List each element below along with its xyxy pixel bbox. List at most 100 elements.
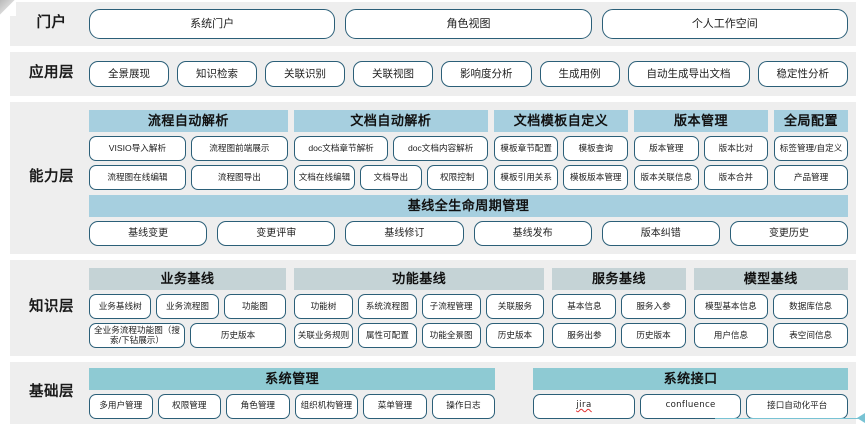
- foundation-group: 系统管理多用户管理权限管理角色管理组织机构管理菜单管理操作日志: [89, 367, 496, 419]
- capability-button[interactable]: 版本管理: [634, 136, 699, 161]
- knowledge-button[interactable]: 历史版本: [485, 323, 545, 348]
- capability-button[interactable]: 流程图导出: [190, 165, 288, 190]
- portal-button[interactable]: 个人工作空间: [601, 9, 848, 39]
- portal-item-list: 系统门户角色视图个人工作空间: [89, 9, 848, 39]
- knowledge-button[interactable]: 历史版本: [190, 323, 287, 348]
- button-label: 基本信息: [567, 300, 602, 311]
- application-button[interactable]: 生成用例: [539, 61, 620, 87]
- capability-button[interactable]: 文档在线编辑: [293, 165, 356, 190]
- capability-button[interactable]: 流程图前端展示: [190, 136, 288, 161]
- button-label: 历史版本: [636, 329, 671, 340]
- capability-button[interactable]: 模板引用关系: [493, 165, 559, 190]
- knowledge-button[interactable]: 用户信息: [693, 323, 769, 348]
- group-row: 关联业务规则属性可配置 功能全景图 历史版本: [294, 323, 545, 348]
- button-label: 生成用例: [558, 67, 601, 80]
- button-label: 关联服务: [497, 300, 533, 311]
- knowledge-button[interactable]: 全业务流程功能图（搜索/下钻展示）: [89, 323, 186, 348]
- lifecycle-button[interactable]: 版本纠错: [601, 221, 720, 246]
- capability-button[interactable]: 模板版本管理: [563, 165, 628, 190]
- capability-button[interactable]: VISIO导入解析: [89, 136, 186, 161]
- application-button[interactable]: 稳定性分析: [757, 61, 848, 87]
- capability-button[interactable]: 版本关联信息: [634, 165, 699, 190]
- capability-button[interactable]: 文档导出: [360, 165, 422, 190]
- knowledge-button[interactable]: 属性可配置: [357, 323, 417, 348]
- baseline-lifecycle-item-list: 基线变更变更评审 基线修订 基线发布版本纠错变更历史: [89, 221, 849, 246]
- portal-button[interactable]: 角色视图: [345, 9, 592, 39]
- button-label: 关联识别: [284, 67, 326, 80]
- application-button[interactable]: 自动生成导出文档: [627, 61, 750, 87]
- group-row: 标签管理/自定义: [774, 136, 849, 161]
- button-label: 版本管理: [649, 142, 684, 153]
- button-label: doc文档章节解析: [308, 142, 374, 153]
- foundation-button[interactable]: 角色管理: [226, 393, 290, 419]
- button-label: 数据库信息: [789, 300, 833, 311]
- application-button[interactable]: 影响度分析: [441, 61, 532, 87]
- foundation-button[interactable]: 多用户管理: [89, 393, 153, 419]
- lifecycle-button[interactable]: 基线修订: [345, 221, 464, 246]
- button-label: 功能树: [310, 300, 337, 311]
- foundation-button[interactable]: 操作日志: [431, 393, 496, 419]
- knowledge-button[interactable]: 子流程管理: [421, 294, 481, 319]
- knowledge-button[interactable]: 服务入参: [621, 294, 686, 319]
- layer-label-foundation: 基础层: [29, 384, 74, 401]
- application-button[interactable]: 关联识别: [265, 61, 345, 87]
- button-label: confluence: [665, 400, 716, 411]
- capability-button[interactable]: 模板查询: [563, 136, 628, 161]
- button-label: 基线修订: [384, 227, 425, 239]
- button-label: 影响度分析: [460, 67, 513, 80]
- knowledge-button[interactable]: 数据库信息: [773, 294, 849, 319]
- capability-button[interactable]: 流程图在线编辑: [89, 165, 186, 190]
- knowledge-button[interactable]: 基本信息: [552, 294, 617, 319]
- knowledge-button[interactable]: 功能图: [223, 294, 287, 319]
- lifecycle-button[interactable]: 变更评审: [217, 221, 336, 246]
- button-label: 版本比对: [718, 142, 753, 153]
- lifecycle-button[interactable]: 变更历史: [729, 221, 849, 246]
- knowledge-button[interactable]: 关联服务: [485, 294, 545, 319]
- group-row: 用户信息表空间信息: [693, 323, 849, 348]
- capability-button[interactable]: 模板章节配置: [493, 136, 559, 161]
- knowledge-group: 功能基线功能树系统流程图子流程管理关联服务关联业务规则属性可配置功能全景图历史版…: [294, 268, 545, 348]
- capability-button[interactable]: 产品管理: [774, 165, 849, 190]
- group-row: 模板章节配置模板查询: [493, 136, 628, 161]
- button-label: 版本合并: [718, 171, 753, 182]
- button-label: 菜单管理: [377, 400, 413, 411]
- knowledge-button[interactable]: 业务基线树: [89, 294, 152, 319]
- group-row: VISIO导入解析流程图前端展示: [89, 136, 288, 161]
- capability-button[interactable]: 权限控制: [426, 165, 488, 190]
- knowledge-button[interactable]: 业务流程图: [156, 294, 219, 319]
- knowledge-group: 服务基线基本信息服务入参服务出参历史版本: [552, 268, 686, 348]
- portal-button[interactable]: 系统门户: [89, 9, 336, 39]
- knowledge-button[interactable]: 服务出参: [552, 323, 617, 348]
- foundation-button[interactable]: 接口自动化平台: [746, 393, 848, 419]
- knowledge-button[interactable]: 关联业务规则: [294, 323, 353, 348]
- knowledge-button[interactable]: 功能全景图: [421, 323, 481, 348]
- knowledge-button[interactable]: 历史版本: [621, 323, 686, 348]
- foundation-button[interactable]: 权限管理: [157, 393, 222, 419]
- button-label: 功能全景图: [429, 329, 473, 340]
- capability-button[interactable]: doc文档章节解析: [293, 136, 389, 161]
- group-row: 版本管理 版本比对: [634, 136, 769, 161]
- knowledge-button[interactable]: 表空间信息: [773, 323, 849, 348]
- knowledge-button[interactable]: 系统流程图: [357, 294, 417, 319]
- lifecycle-button[interactable]: 基线发布: [473, 221, 592, 246]
- foundation-button[interactable]: 菜单管理: [363, 393, 427, 419]
- lifecycle-button[interactable]: 基线变更: [89, 221, 208, 246]
- button-label: 模型基本信息: [705, 300, 757, 311]
- application-button[interactable]: 知识检索: [177, 61, 257, 87]
- group-rows: 版本管理 版本比对版本关联信息 版本合并: [634, 136, 769, 190]
- button-label: jira: [576, 400, 592, 411]
- application-button[interactable]: 关联视图: [353, 61, 433, 87]
- knowledge-button[interactable]: 功能树: [294, 294, 353, 319]
- capability-button[interactable]: 版本比对: [703, 136, 769, 161]
- capability-button[interactable]: doc文档内容解析: [393, 136, 488, 161]
- capability-button[interactable]: 标签管理/自定义: [774, 136, 849, 161]
- knowledge-button[interactable]: 模型基本信息: [693, 294, 769, 319]
- foundation-button[interactable]: jira: [533, 393, 635, 419]
- foundation-button[interactable]: 组织机构管理: [294, 393, 359, 419]
- capability-button[interactable]: 版本合并: [703, 165, 769, 190]
- application-button[interactable]: 全景展现: [89, 61, 169, 87]
- foundation-button[interactable]: confluence: [639, 393, 742, 419]
